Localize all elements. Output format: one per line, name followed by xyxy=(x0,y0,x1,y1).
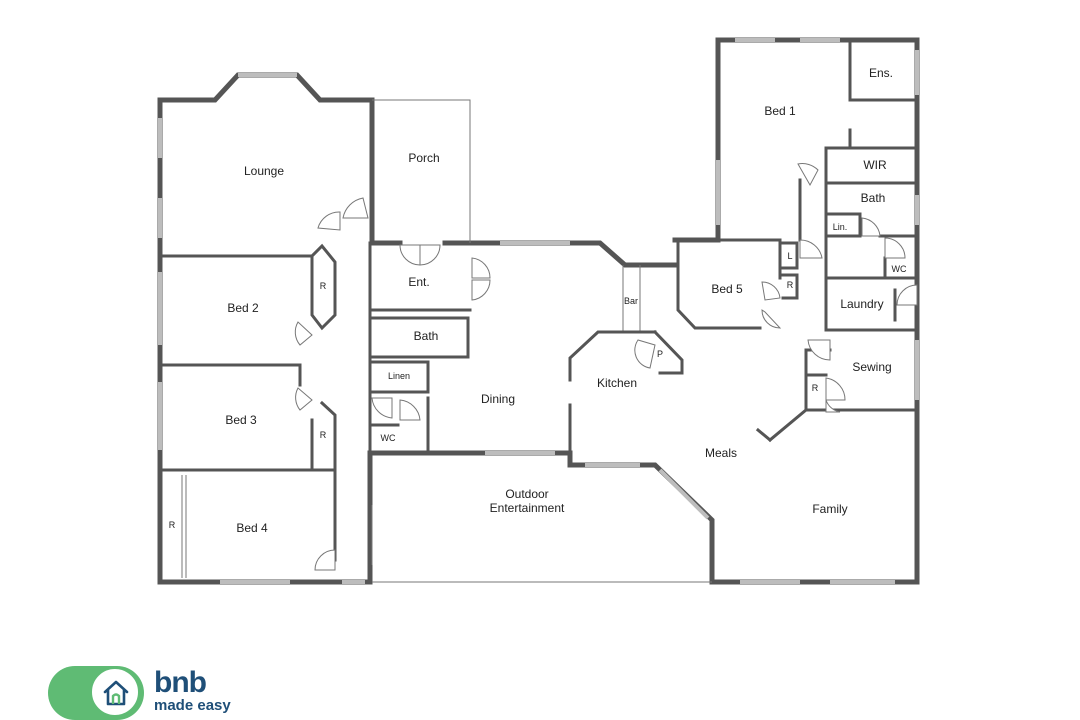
room-label-sewing: Sewing xyxy=(852,360,891,374)
room-label-ensuite: Ens. xyxy=(869,66,893,80)
room-label-bed5: Bed 5 xyxy=(711,282,743,296)
room-label-outdoor-1: Outdoor xyxy=(505,487,548,501)
windows xyxy=(158,38,919,584)
room-label-wir: WIR xyxy=(863,158,887,172)
room-labels: Lounge Porch Bed 2 Bed 3 Bed 4 Ent. Bath… xyxy=(169,66,907,535)
room-label-robe-sewing: R xyxy=(812,383,819,393)
room-label-outdoor-2: Entertainment xyxy=(490,501,565,515)
room-label-robe-bed3: R xyxy=(320,430,327,440)
room-label-ensuite-bath: Bath xyxy=(861,191,886,205)
room-label-kitchen: Kitchen xyxy=(597,376,637,390)
room-label-robe-bed4: R xyxy=(169,520,176,530)
room-label-bar: Bar xyxy=(624,296,638,306)
room-label-bed1: Bed 1 xyxy=(764,104,796,118)
brand-logo: bnb made easy xyxy=(48,666,258,720)
room-label-robe-bed5: R xyxy=(787,280,794,290)
room-label-robe-bed2: R xyxy=(320,281,327,291)
room-label-lounge: Lounge xyxy=(244,164,284,178)
house-icon xyxy=(103,680,129,706)
room-label-laundry: Laundry xyxy=(840,297,883,311)
room-label-linen: Linen xyxy=(388,371,410,381)
room-label-family: Family xyxy=(812,502,847,516)
room-label-bed3: Bed 3 xyxy=(225,413,257,427)
room-label-bath: Bath xyxy=(414,329,439,343)
brand-name: bnb xyxy=(154,666,207,699)
room-label-l: L xyxy=(787,251,792,261)
room-label-meals: Meals xyxy=(705,446,737,460)
room-label-wc-laundry: WC xyxy=(892,264,907,274)
room-label-bed4: Bed 4 xyxy=(236,521,268,535)
room-label-bed2: Bed 2 xyxy=(227,301,259,315)
room-label-entry: Ent. xyxy=(408,275,429,289)
room-label-wc: WC xyxy=(381,433,396,443)
room-label-dining: Dining xyxy=(481,392,515,406)
room-label-pantry: P xyxy=(657,349,663,359)
room-label-porch: Porch xyxy=(408,151,439,165)
brand-tagline: made easy xyxy=(154,697,231,714)
room-label-lin: Lin. xyxy=(833,222,848,232)
logo-badge xyxy=(90,667,140,717)
floor-plan: Lounge Porch Bed 2 Bed 3 Bed 4 Ent. Bath… xyxy=(157,37,920,585)
doors xyxy=(294,163,918,571)
